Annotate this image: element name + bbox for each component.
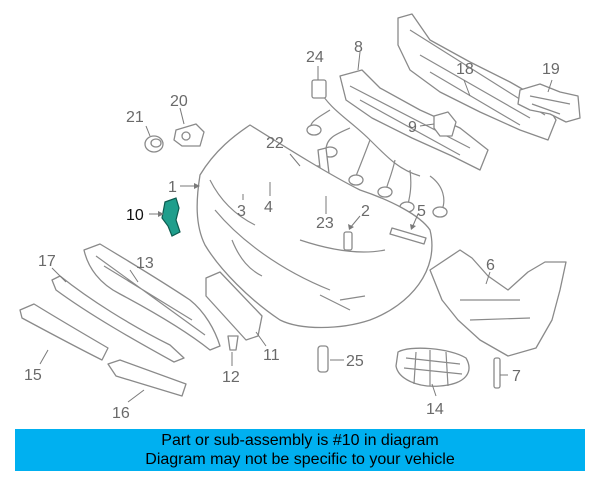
callout-13: 13 bbox=[136, 255, 154, 272]
part-9-bracket bbox=[433, 111, 457, 137]
callout-25: 25 bbox=[346, 353, 364, 370]
info-banner: Part or sub-assembly is #10 in diagram D… bbox=[15, 429, 585, 471]
part-5-strip bbox=[389, 227, 427, 245]
callout-9: 9 bbox=[408, 119, 417, 136]
callout-18: 18 bbox=[456, 61, 474, 78]
callout-10: 10 bbox=[126, 207, 144, 224]
part-17-strip bbox=[51, 275, 185, 363]
part-1-bumper-cover bbox=[196, 124, 433, 329]
callout-24: 24 bbox=[306, 49, 324, 66]
callout-14: 14 bbox=[426, 401, 444, 418]
part-20-sensor-housing bbox=[173, 123, 205, 147]
callout-19: 19 bbox=[542, 61, 560, 78]
callout-7: 7 bbox=[512, 368, 521, 385]
callout-23: 23 bbox=[316, 215, 334, 232]
parts-diagram: 1 2 3 4 5 6 7 8 9 10 11 12 13 14 15 16 1… bbox=[19, 13, 581, 422]
callout-5: 5 bbox=[417, 203, 426, 220]
part-16-trim bbox=[107, 359, 187, 397]
part-2-pin bbox=[343, 231, 353, 251]
callout-4: 4 bbox=[264, 199, 273, 216]
part-18-absorber bbox=[397, 13, 557, 141]
banner-line-1: Part or sub-assembly is #10 in diagram bbox=[161, 432, 439, 449]
part-19-bracket bbox=[517, 83, 581, 123]
callout-labels: 1 2 3 4 5 6 7 8 9 10 11 12 13 14 15 16 1… bbox=[24, 39, 560, 422]
callout-21: 21 bbox=[126, 109, 144, 126]
callout-3: 3 bbox=[237, 203, 246, 220]
part-6-side-trim bbox=[429, 249, 567, 357]
callout-16: 16 bbox=[112, 405, 130, 422]
part-11-plate-bracket bbox=[205, 271, 263, 341]
callout-1: 1 bbox=[168, 179, 177, 196]
callout-17: 17 bbox=[38, 253, 56, 270]
callout-11: 11 bbox=[263, 347, 280, 364]
part-7-pin bbox=[493, 357, 501, 389]
callout-leaders bbox=[39, 51, 553, 403]
part-21-sensor bbox=[144, 135, 164, 153]
callout-8: 8 bbox=[354, 39, 363, 56]
callout-22: 22 bbox=[266, 135, 284, 152]
callout-12: 12 bbox=[222, 369, 240, 386]
part-25-pin bbox=[317, 345, 329, 373]
callout-15: 15 bbox=[24, 367, 42, 384]
callout-20: 20 bbox=[170, 93, 188, 110]
callout-2: 2 bbox=[361, 203, 370, 220]
part-10-shape bbox=[161, 197, 181, 237]
callout-6: 6 bbox=[486, 257, 495, 274]
part-8-impact-bar bbox=[339, 69, 489, 171]
part-13-lower-grille bbox=[83, 243, 221, 351]
part-15-lip bbox=[19, 303, 109, 361]
banner-line-2: Diagram may not be specific to your vehi… bbox=[145, 451, 455, 468]
part-14-grille bbox=[395, 347, 470, 387]
part-10-bracket-highlighted bbox=[161, 197, 181, 237]
part-12-clip bbox=[227, 335, 239, 351]
